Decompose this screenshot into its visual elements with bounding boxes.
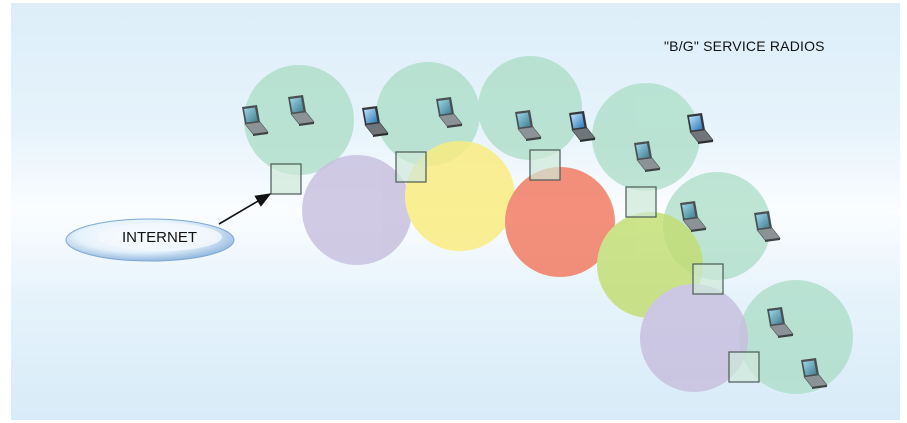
access-point-icon [626, 187, 656, 217]
service-coverage-4 [592, 83, 700, 191]
service-coverage-3 [478, 56, 582, 160]
access-point-icon [729, 352, 759, 382]
access-point-icon [530, 150, 560, 180]
internet-label: INTERNET [122, 229, 197, 246]
access-point-icon [693, 264, 723, 294]
access-point-icon [271, 164, 301, 194]
diagram-title: "B/G" SERVICE RADIOS [664, 38, 825, 54]
access-point-icon [396, 152, 426, 182]
